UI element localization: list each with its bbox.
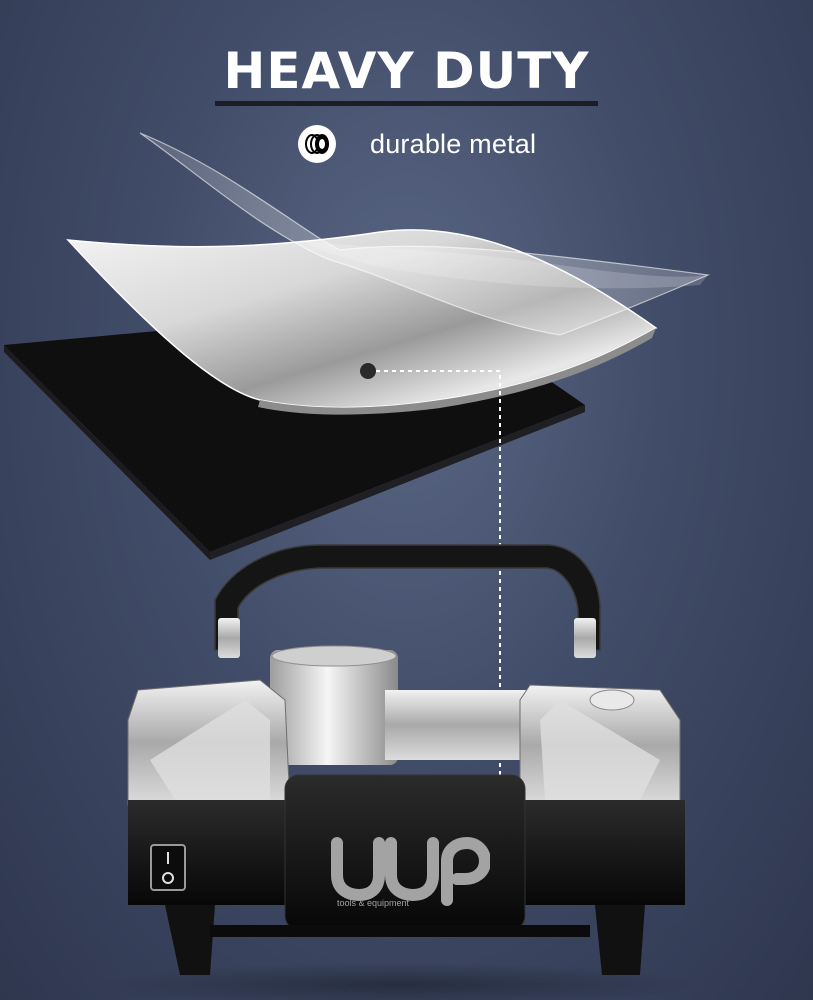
carry-handle [214, 544, 601, 651]
brand-logo: tools & equipment [331, 836, 490, 908]
headline: HEAVY DUTY [0, 42, 813, 106]
brand-tagline: tools & equipment [337, 898, 410, 908]
air-compressor [100, 544, 700, 1000]
metal-coil-icon [298, 125, 336, 163]
headline-title: HEAVY DUTY [215, 42, 598, 106]
feature-label: durable metal [370, 128, 537, 159]
feature-row: durable metal [298, 124, 536, 164]
transparent-film-layer [139, 132, 711, 336]
power-switch [150, 844, 186, 891]
